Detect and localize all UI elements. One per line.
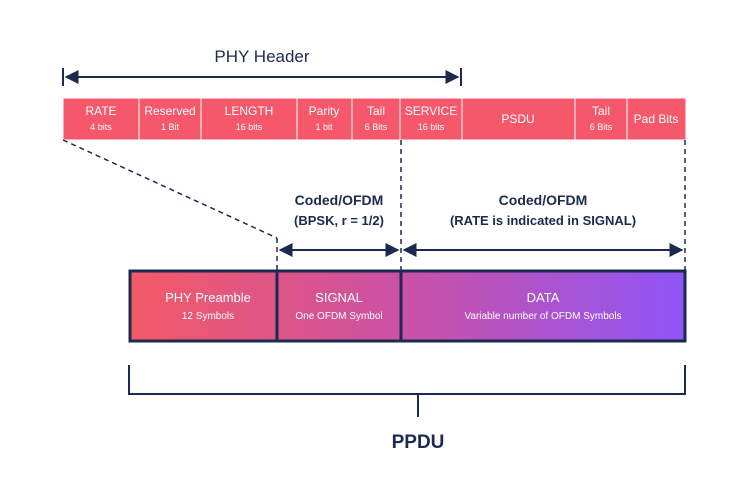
field-reserved-sub: 1 Bit — [161, 122, 180, 132]
ppdu-bar: PHY Preamble 12 Symbols SIGNAL One OFDM … — [128, 269, 687, 343]
phy-header-label: PHY Header — [214, 47, 309, 66]
phy-preamble-sub: 12 Symbols — [182, 311, 234, 322]
field-service-name: SERVICE — [405, 104, 457, 118]
field-reserved-name: Reserved — [144, 104, 195, 118]
field-rate-sub: 4 bits — [90, 122, 112, 132]
field-data-tail-name: Tail — [592, 104, 610, 118]
signal-block-sub: One OFDM Symbol — [295, 311, 382, 322]
data-coding-detail: (RATE is indicated in SIGNAL) — [450, 213, 636, 228]
field-parity-sub: 1 bit — [315, 122, 333, 132]
field-tail-name: Tail — [367, 104, 385, 118]
header-field-service — [399, 97, 463, 141]
data-coding-title: Coded/OFDM — [499, 192, 588, 208]
field-parity-name: Parity — [309, 104, 340, 118]
data-block-sub: Variable number of OFDM Symbols — [464, 311, 621, 322]
field-tail-sub: 6 Bits — [365, 122, 388, 132]
header-field-psdu — [461, 97, 576, 141]
field-rate-name: RATE — [85, 104, 116, 118]
ppdu-bracket — [128, 365, 686, 395]
header-field-row: RATE 4 bits Reserved 1 Bit LENGTH 16 bit… — [62, 97, 687, 141]
header-field-tail — [351, 97, 401, 141]
ppdu-label: PPDU — [392, 432, 445, 453]
header-field-pad-bits — [626, 97, 687, 141]
signal-coding-detail: (BPSK, r = 1/2) — [294, 213, 384, 228]
signal-coding-title: Coded/OFDM — [295, 192, 384, 208]
field-length-name: LENGTH — [225, 104, 274, 118]
header-field-length — [200, 97, 298, 141]
ppdu-bar-fill — [128, 269, 687, 343]
signal-block-name: SIGNAL — [315, 290, 363, 305]
data-block-name: DATA — [527, 290, 560, 305]
field-data-tail-sub: 6 Bits — [590, 122, 613, 132]
field-pad-bits-name: Pad Bits — [634, 112, 679, 126]
header-field-data-tail — [574, 97, 628, 141]
dashed-guide-rate-to-signal — [62, 139, 278, 239]
field-service-sub: 16 bits — [418, 122, 445, 132]
phy-preamble-name: PHY Preamble — [165, 290, 251, 305]
header-field-parity — [296, 97, 353, 141]
header-field-rate — [62, 97, 140, 141]
field-length-sub: 16 bits — [236, 122, 263, 132]
header-field-reserved — [138, 97, 202, 141]
field-psdu-name: PSDU — [501, 112, 534, 126]
